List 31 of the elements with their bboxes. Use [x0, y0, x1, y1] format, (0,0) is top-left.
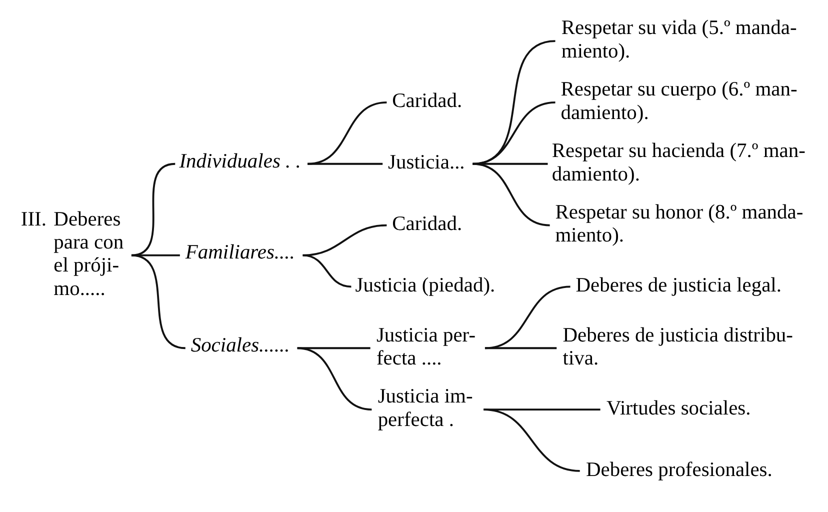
connector [484, 286, 570, 350]
node-text: Justicia im- perfecta . [378, 386, 473, 431]
node-text: Respetar su honor (8.º manda- miento). [555, 201, 804, 247]
node-text: Justicia per- fecta .... [376, 324, 476, 370]
node-text: Justicia (piedad). [355, 274, 496, 296]
node-text: Respetar su cuerpo (6.º man- damiento). [560, 78, 798, 124]
connector [297, 347, 370, 350]
node-text: III. Deberes para con el próji- mo..... [20, 208, 124, 300]
connector [302, 224, 387, 256]
node-text: Individuales . . [179, 150, 301, 172]
connector [297, 347, 372, 410]
node-text: Virtudes sociales. [606, 397, 751, 420]
connector [302, 254, 352, 288]
node-text: Deberes de justicia distribu- tiva. [562, 324, 793, 370]
node-text: Deberes de justicia legal. [576, 274, 782, 296]
connector [472, 162, 550, 226]
connector [131, 162, 176, 256]
node-text: Caridad. [392, 213, 462, 236]
connector [472, 40, 556, 165]
connector [308, 162, 383, 165]
connector [131, 254, 186, 350]
connector [307, 102, 387, 165]
node-text: Deberes profesionales. [586, 458, 772, 481]
connector [484, 347, 557, 350]
node-text: Caridad. [392, 90, 462, 112]
node-text: Justicia... [388, 152, 465, 174]
node-text: Respetar su hacienda (7.º man- damiento). [552, 140, 806, 186]
node-text: Sociales...... [190, 334, 290, 357]
connector [484, 408, 580, 472]
node-text: Respetar su vida (5.º manda- miento). [561, 17, 797, 62]
node-text: Familiares.... [185, 242, 295, 264]
